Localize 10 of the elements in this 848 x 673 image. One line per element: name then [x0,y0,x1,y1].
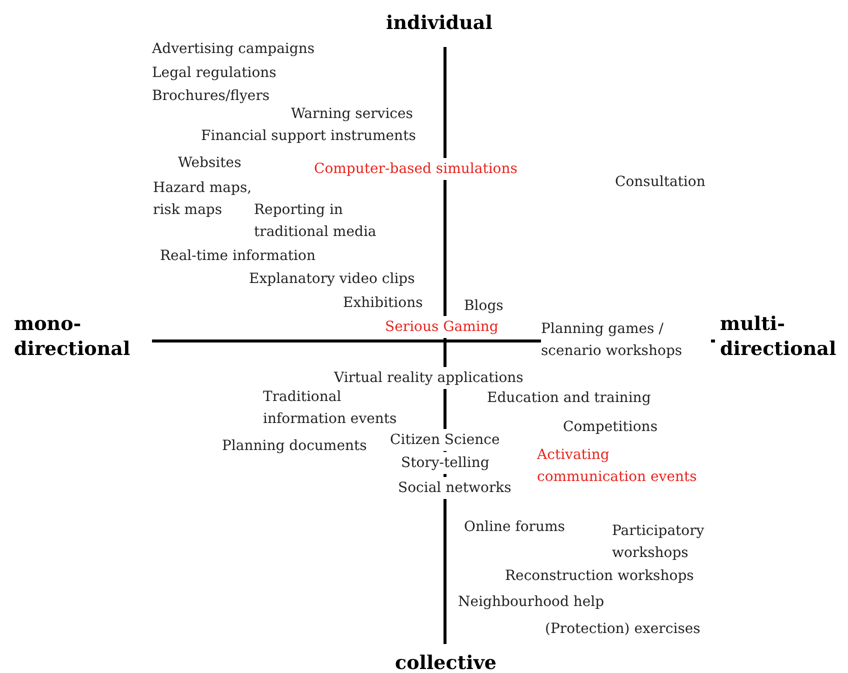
axis-label: mono-directional [14,312,132,362]
axis-label: individual [386,11,492,36]
category-label: Citizen Science [390,429,500,451]
category-label: Serious Gaming [385,316,498,338]
category-label: Computer-based simulations [314,158,518,180]
category-label: Social networks [398,477,512,499]
category-label: Story-telling [401,452,490,474]
category-label: Virtual reality applications [334,367,524,389]
axis-label: multi-directional [720,312,838,362]
axis-label: collective [395,651,496,673]
